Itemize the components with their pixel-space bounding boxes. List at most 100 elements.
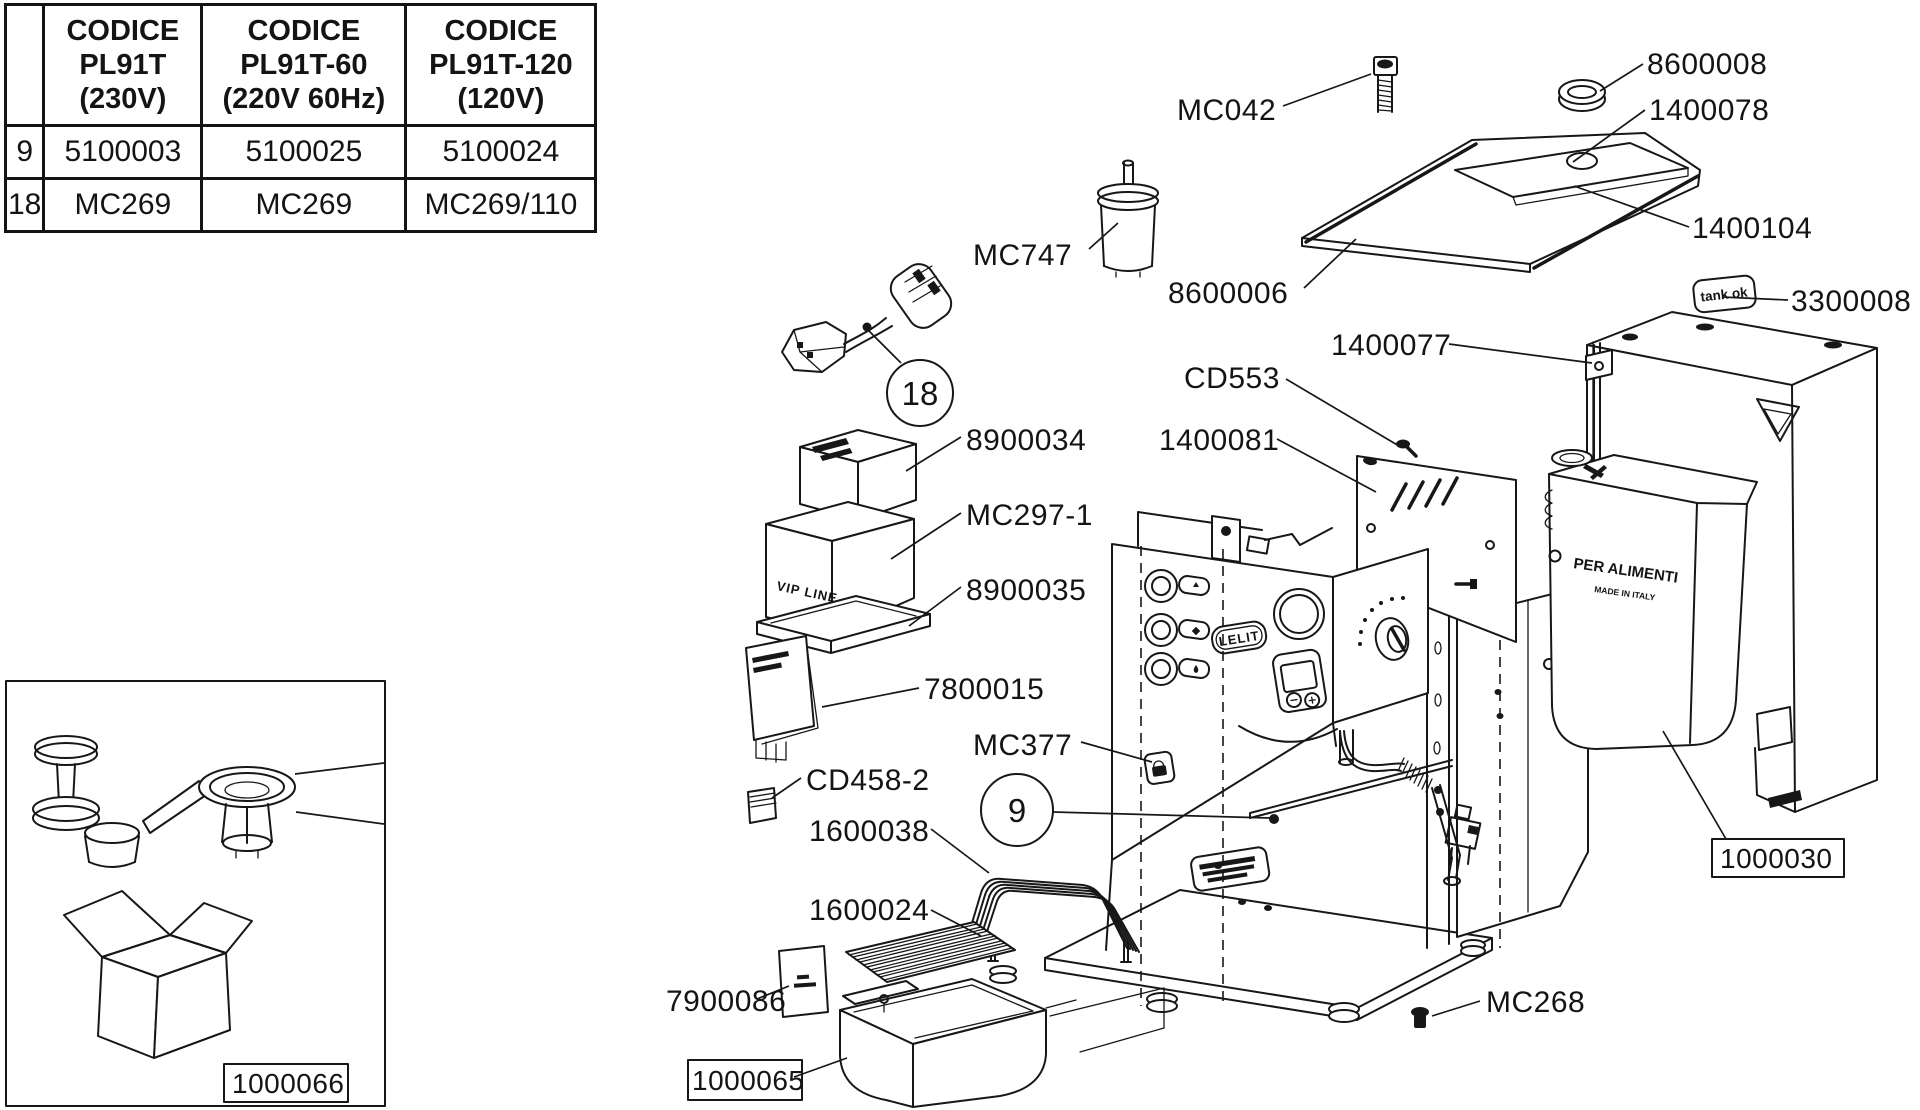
display-screen — [1279, 659, 1318, 693]
leader-cd458-2 — [771, 777, 802, 799]
grommet-part — [1558, 79, 1606, 112]
leader-1400081 — [1276, 438, 1377, 493]
part-label-8600006: 8600006 — [1168, 277, 1288, 310]
codes-table-header-60hz: CODICE PL91T-60 (220V 60Hz) — [200, 3, 408, 127]
part-label-8600008: 8600008 — [1647, 48, 1767, 81]
part-label-mc042: MC042 — [1177, 94, 1276, 127]
balloon-18 — [886, 359, 954, 427]
base-chassis — [989, 889, 1493, 1023]
plus-button — [1304, 692, 1321, 709]
cell: 5100025 — [200, 124, 408, 180]
drip-grate-part — [845, 921, 1016, 983]
screw-cd553-part — [1396, 439, 1418, 458]
lock-plate — [1143, 750, 1176, 785]
coffee-icon — [1191, 626, 1201, 636]
part-label-1400078: 1400078 — [1649, 94, 1769, 127]
leader-8900034 — [905, 436, 962, 472]
power-cord-part: 18 — [781, 263, 954, 427]
pressure-gauge — [1273, 588, 1325, 640]
codes-table-header-230v: CODICE PL91T (230V) — [42, 3, 204, 127]
button-steam — [1144, 569, 1211, 603]
tank-ok-text: tank ok — [1700, 285, 1749, 305]
part-label-1400077: 1400077 — [1331, 329, 1451, 362]
sticker-card-part — [778, 945, 829, 1018]
water-tank: PER ALIMENTI MADE IN ITALY — [1544, 449, 1758, 750]
cup-warmer-tray — [1301, 132, 1701, 273]
part-label-1600038: 1600038 — [809, 815, 929, 848]
filter-mc747-part — [1097, 159, 1159, 278]
screw-mc042-part — [1373, 56, 1398, 113]
handle-grip-part — [84, 822, 140, 868]
steam-icon — [1193, 582, 1199, 587]
screw-mc268-part — [1411, 1007, 1429, 1028]
leader-8900035 — [908, 586, 962, 627]
part-callouts: MC042 8600008 1400078 1400104 MC747 8600… — [666, 48, 1911, 1019]
carton-box-part — [63, 890, 253, 1059]
leader-3300008 — [1721, 296, 1789, 301]
machine-front-body: LELIT — [1105, 511, 1501, 1008]
leader-cd553 — [1285, 378, 1400, 447]
balloon-9-number: 9 — [1008, 792, 1026, 829]
boxed-label-1000030-text: 1000030 — [1720, 843, 1833, 874]
boxed-label-1000066: 1000066 — [223, 1063, 349, 1103]
padlock-icon — [1153, 760, 1165, 768]
tamper-part — [32, 735, 100, 831]
top-lid-assembly — [1301, 56, 1701, 273]
tank-ok-badge: tank ok — [1692, 274, 1757, 314]
leader-7900086 — [756, 985, 790, 1000]
portafilter-part — [142, 762, 385, 859]
vent-slots — [1390, 476, 1459, 512]
part-label-cd553: CD553 — [1184, 362, 1280, 395]
part-label-8900034: 8900034 — [966, 424, 1086, 457]
cell: MC269 — [42, 177, 204, 233]
part-label-1600024: 1600024 — [809, 894, 929, 927]
button-water — [1144, 652, 1211, 686]
leader-1400078 — [1572, 109, 1646, 163]
transformer-sticker — [812, 438, 853, 461]
cell: MC269 — [200, 177, 408, 233]
centerlines — [1140, 546, 1501, 1008]
leader-lines — [756, 63, 1789, 1078]
minus-button — [1285, 692, 1302, 709]
solenoid-valve — [1444, 803, 1482, 867]
part-label-mc297-1: MC297-1 — [966, 499, 1093, 532]
leader-1400104 — [1573, 185, 1690, 228]
accessory-kit-group — [5, 680, 386, 1107]
leader-1600038 — [930, 828, 990, 874]
power-plug — [889, 263, 953, 329]
manual-booklet — [745, 635, 819, 763]
leader-mc268 — [1431, 1000, 1481, 1017]
part-label-7800015: 7800015 — [924, 673, 1044, 706]
digital-display — [1272, 648, 1327, 713]
sticker-cd458-part — [747, 787, 777, 824]
leader-mc747 — [1088, 222, 1119, 250]
balloon-18-number: 18 — [902, 375, 939, 412]
part-label-1400081: 1400081 — [1159, 424, 1279, 457]
part-label-mc747: MC747 — [973, 239, 1072, 272]
leader-7800015 — [821, 687, 920, 708]
rating-label — [1190, 846, 1271, 892]
rear-housing — [1586, 311, 1878, 813]
part-label-7900086: 7900086 — [666, 985, 786, 1018]
button-coffee — [1144, 613, 1211, 647]
boxed-label-1000065-text: 1000065 — [692, 1065, 805, 1096]
leader-mc042 — [1282, 73, 1372, 107]
leader-8600008 — [1599, 63, 1644, 92]
lelit-badge: LELIT — [1211, 620, 1268, 655]
codes-table: CODICE PL91T (230V) CODICE PL91T-60 (220… — [3, 3, 598, 233]
leader-1600024 — [930, 909, 982, 937]
part-label-8900035: 8900035 — [966, 574, 1086, 607]
steam-hose — [1339, 730, 1461, 886]
part-label-cd458-2: CD458-2 — [806, 764, 930, 797]
cap-clip — [1583, 464, 1607, 480]
leader-mc297-1 — [890, 512, 962, 560]
cell: 5100003 — [42, 124, 204, 180]
boxed-label-1000030: 1000030 — [1711, 838, 1845, 878]
drip-basin-part — [839, 978, 1165, 1108]
lelit-badge-text: LELIT — [1218, 628, 1261, 649]
leader-mc377 — [1080, 741, 1153, 763]
boiler-dome — [1238, 725, 1338, 743]
leader-1400077 — [1448, 343, 1593, 364]
